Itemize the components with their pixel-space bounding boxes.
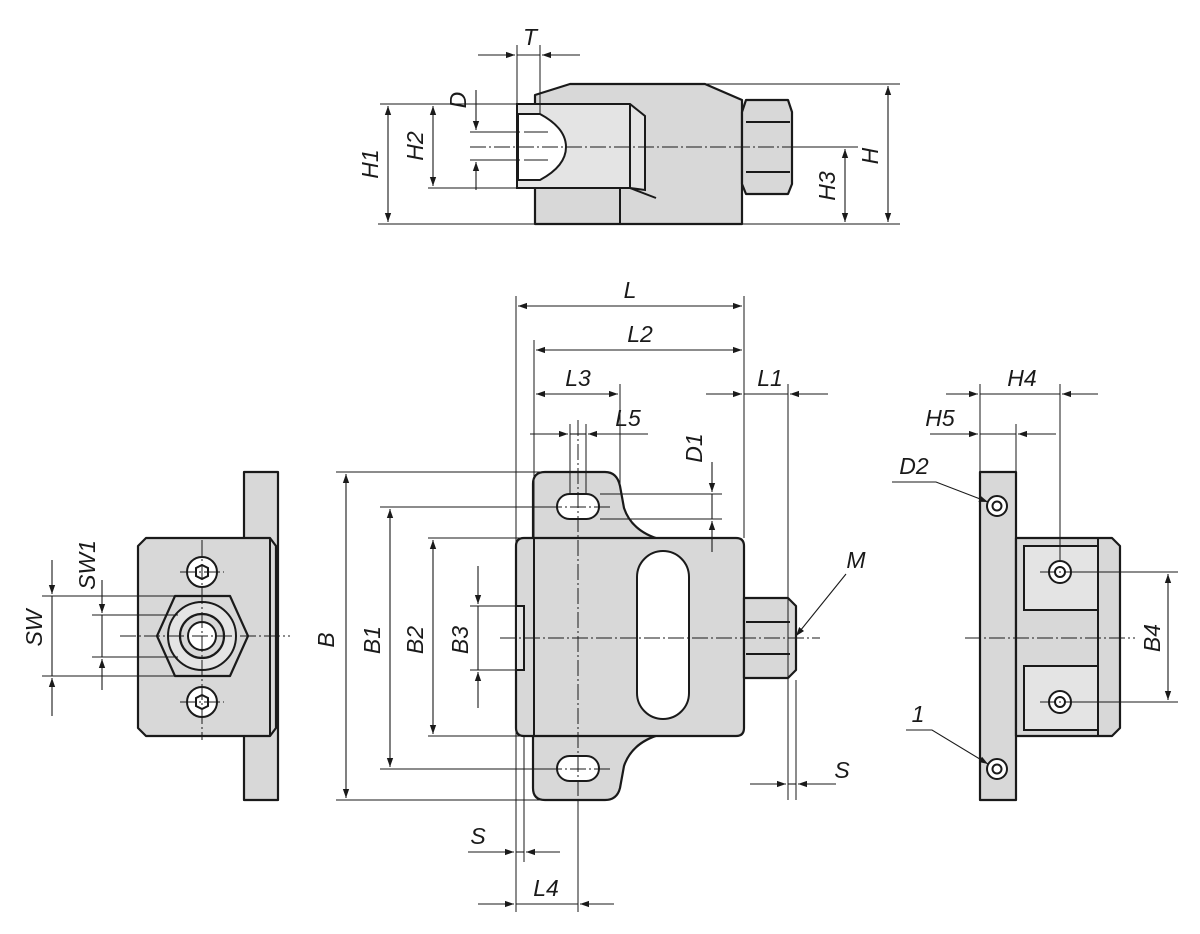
label-h5: H5	[925, 405, 955, 431]
label-h: H	[857, 147, 883, 164]
right-view-flange-screw-bottom-socket	[991, 763, 1003, 775]
label-b4: B4	[1139, 624, 1165, 652]
label-l5: L5	[615, 405, 641, 431]
label-l: L	[624, 277, 637, 303]
label-l3: L3	[565, 365, 591, 391]
label-m: M	[846, 547, 866, 573]
label-h3: H3	[814, 171, 840, 201]
label-b3: B3	[447, 626, 473, 654]
label-t: T	[523, 24, 539, 50]
label-s-bottom: S	[470, 823, 486, 849]
right-view-flange-screw-bottom	[986, 758, 1008, 780]
leader-callout-1	[906, 729, 989, 765]
label-h1: H1	[357, 149, 383, 178]
label-s-right: S	[834, 757, 850, 783]
label-b: B	[313, 632, 339, 647]
front-view: L L2 L3 L5 L1 D1 M S S L4 B B1 B2 B3	[313, 277, 866, 912]
top-view: T D H1 H2 H3 H	[357, 24, 900, 226]
label-b1: B1	[359, 626, 385, 654]
top-view-housing-tail	[629, 187, 657, 199]
right-view-flange-screw-top	[986, 495, 1008, 517]
label-b2: B2	[402, 626, 428, 654]
label-d: D	[445, 92, 471, 109]
label-l2: L2	[627, 321, 653, 347]
label-h2: H2	[402, 131, 428, 161]
leader-m	[795, 573, 847, 637]
label-l1: L1	[757, 365, 783, 391]
label-d2: D2	[899, 453, 929, 479]
right-view-flange-screw-top-socket	[991, 500, 1003, 512]
front-view-slot	[636, 550, 690, 720]
right-view-flange	[978, 470, 1018, 802]
label-callout-1: 1	[912, 701, 925, 727]
leader-d2	[892, 481, 989, 503]
label-sw: SW	[21, 607, 47, 646]
front-view-body	[514, 536, 746, 738]
right-side-view: H4 H5 D2 1 B4	[892, 365, 1178, 802]
right-view-block-top	[1023, 545, 1099, 611]
label-h4: H4	[1007, 365, 1036, 391]
label-d1: D1	[681, 433, 707, 462]
left-side-view: SW SW1	[21, 470, 290, 802]
label-l4: L4	[533, 875, 559, 901]
label-sw1: SW1	[74, 540, 100, 590]
